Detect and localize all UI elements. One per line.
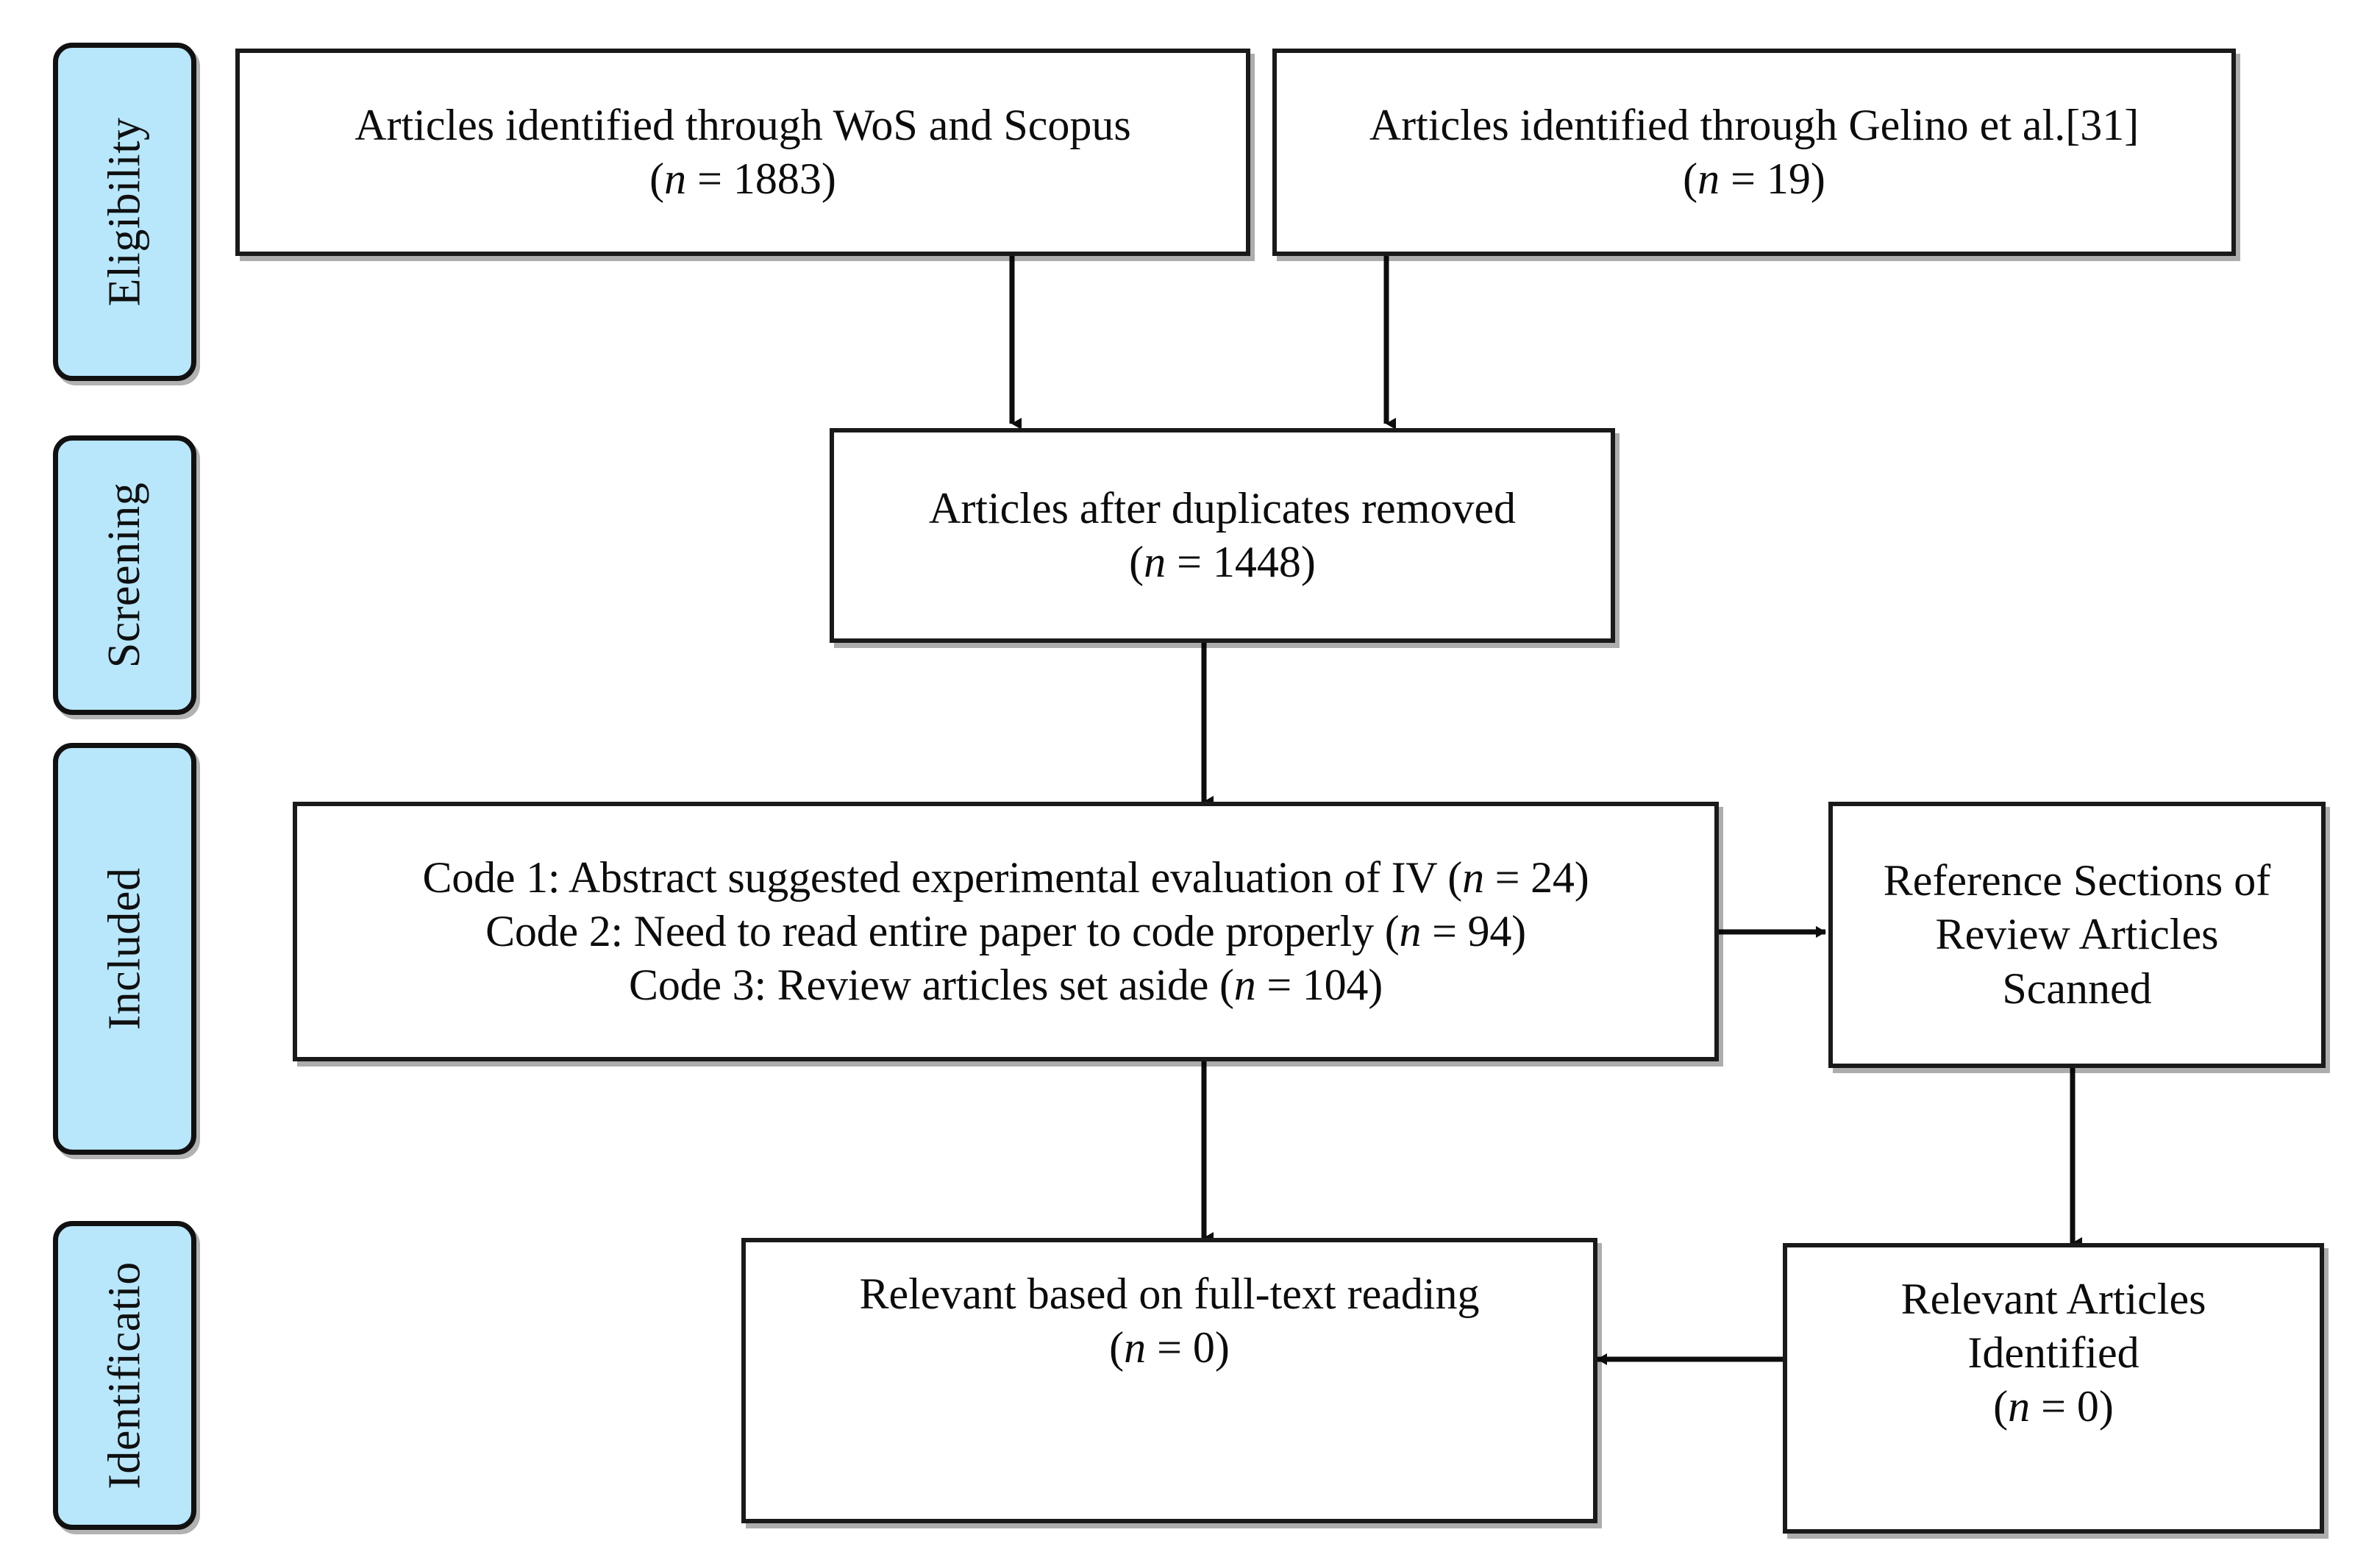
paren-open: (: [649, 154, 665, 203]
full-text-count: (n = 0): [1109, 1321, 1230, 1375]
n-value: = 1448): [1166, 538, 1316, 586]
gelino-title: Articles identified through Gelino et al…: [1369, 100, 2139, 149]
n-value: = 0): [1146, 1323, 1230, 1372]
paren-open: (: [1129, 538, 1144, 586]
stage-tab-screening[interactable]: Screening: [53, 435, 196, 715]
duplicates-count: (n = 1448): [1129, 535, 1316, 589]
n-symbol: n: [2008, 1382, 2031, 1431]
box-coding-criteria: Code 1: Abstract suggested experimental …: [293, 802, 1719, 1061]
stage-label-identification: Identificatio: [99, 1261, 150, 1489]
reference-sections-line-2: Review Articles: [1935, 910, 2219, 959]
code-3-count: = 104): [1255, 961, 1383, 1010]
code-2-text: Code 2: Need to read entire paper to cod…: [485, 906, 1400, 955]
wos-scopus-count: (n = 1883): [649, 152, 836, 206]
paren-open: (: [1683, 154, 1698, 203]
n-symbol: n: [1697, 154, 1720, 203]
n-symbol: n: [1124, 1323, 1147, 1372]
relevant-articles-line-1: Relevant Articles: [1900, 1275, 2206, 1323]
box-reference-sections-scanned: Reference Sections of Review Articles Sc…: [1828, 802, 2326, 1068]
n-symbol: n: [1233, 961, 1256, 1010]
box-duplicates-removed: Articles after duplicates removed (n = 1…: [830, 428, 1615, 643]
code-1-line: Code 1: Abstract suggested experimental …: [422, 851, 1589, 905]
wos-scopus-title: Articles identified through WoS and Scop…: [354, 100, 1131, 149]
stage-tab-eligibility[interactable]: Eligibility: [53, 43, 196, 381]
code-3-line: Code 3: Review articles set aside (n = 1…: [629, 958, 1383, 1012]
n-symbol: n: [1399, 906, 1422, 955]
reference-sections-line-1: Reference Sections of: [1883, 856, 2271, 905]
n-value: = 1883): [686, 154, 836, 203]
stage-label-screening: Screening: [99, 482, 150, 669]
paren-open: (: [1109, 1323, 1125, 1372]
n-symbol: n: [1144, 538, 1166, 586]
n-value: = 0): [2030, 1382, 2114, 1431]
n-symbol: n: [1462, 852, 1484, 902]
code-2-count: = 94): [1421, 906, 1526, 955]
gelino-count: (n = 19): [1683, 152, 1825, 206]
code-1-count: = 24): [1483, 852, 1589, 902]
stage-label-included: Included: [99, 867, 150, 1030]
code-2-line: Code 2: Need to read entire paper to cod…: [485, 905, 1526, 958]
relevant-articles-line-2: Identified: [1967, 1328, 2139, 1378]
box-articles-gelino: Articles identified through Gelino et al…: [1272, 49, 2236, 256]
duplicates-title: Articles after duplicates removed: [929, 483, 1516, 533]
code-3-text: Code 3: Review articles set aside (: [629, 961, 1234, 1010]
relevant-articles-count: (n = 0): [1993, 1380, 2114, 1434]
stage-tab-included[interactable]: Included: [53, 743, 196, 1155]
box-articles-wos-scopus: Articles identified through WoS and Scop…: [235, 49, 1250, 256]
n-symbol: n: [664, 154, 687, 203]
code-1-text: Code 1: Abstract suggested experimental …: [422, 852, 1463, 902]
box-relevant-articles-identified: Relevant Articles Identified (n = 0): [1783, 1243, 2324, 1534]
paren-open: (: [1993, 1382, 2009, 1431]
box-relevant-full-text: Relevant based on full-text reading (n =…: [741, 1238, 1597, 1523]
n-value: = 19): [1720, 154, 1825, 203]
full-text-title: Relevant based on full-text reading: [859, 1270, 1480, 1318]
stage-label-eligibility: Eligibility: [99, 117, 150, 307]
reference-sections-line-3: Scanned: [2002, 964, 2152, 1013]
stage-tab-identification[interactable]: Identificatio: [53, 1221, 196, 1530]
